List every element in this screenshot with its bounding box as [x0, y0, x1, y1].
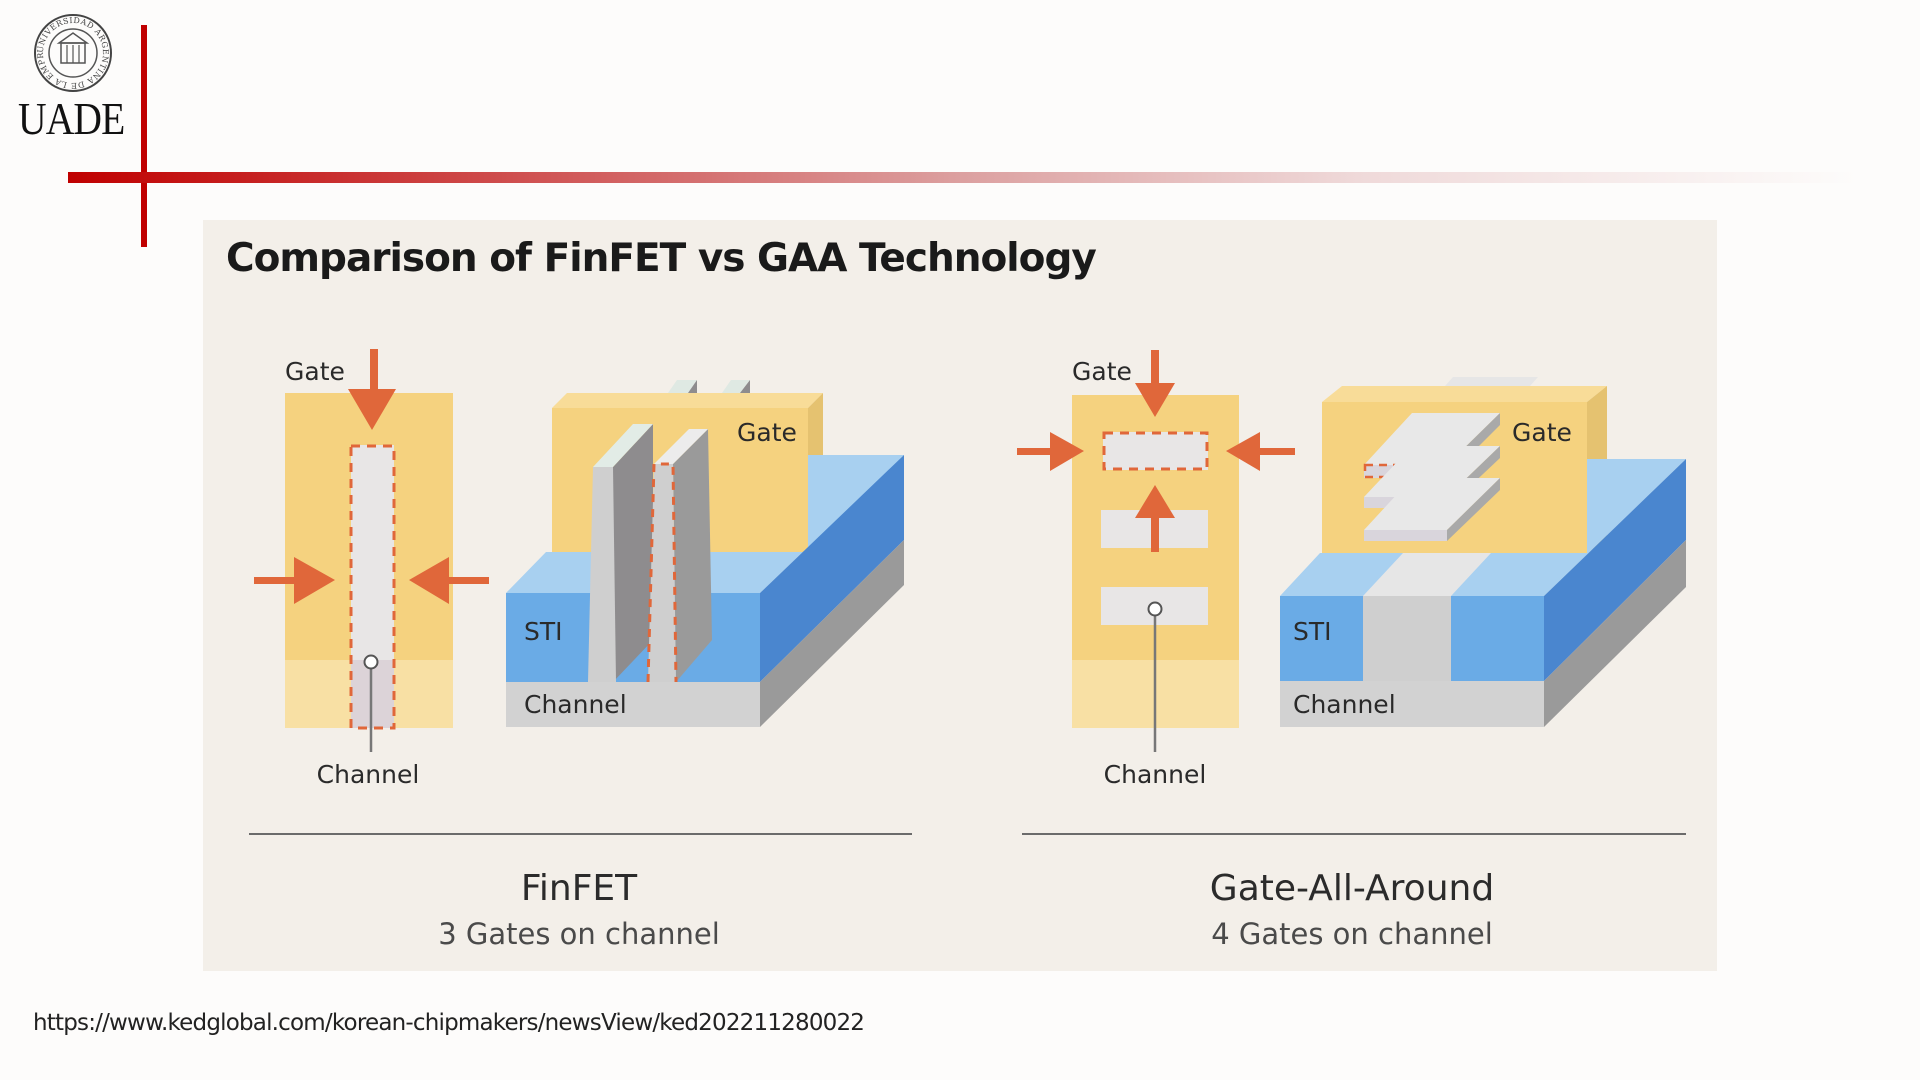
finfet-channel-fin [351, 445, 394, 660]
gaa-channel-top [1363, 553, 1491, 596]
finfet-gate-top [552, 393, 823, 408]
finfet-xs-gate-label: Gate [285, 357, 345, 386]
arrow-down-icon [348, 349, 396, 430]
fin-2-gate-outline [646, 462, 678, 683]
gaa-tab-back [1445, 377, 1538, 386]
fin-tab-back [722, 380, 750, 393]
finfet-channel-fin-lower [351, 660, 394, 728]
finfet-cross-section: Gate Channel [254, 349, 489, 789]
fin-tab-back-side [688, 380, 697, 393]
finfet-gate-contact-outline [349, 444, 396, 730]
gaa-sti-front-right [1451, 596, 1544, 681]
accent-gradient-bar [68, 172, 1858, 183]
figure-title: Comparison of FinFET vs GAA Technology [226, 236, 1097, 281]
university-seal-logo: UNIVERSIDAD ARGENTINA DE LA EMPRESA [29, 6, 113, 93]
gaa-3d-gate-label: Gate [1512, 418, 1572, 447]
gaa-nanosheet-1 [1103, 432, 1208, 470]
fin-2-top [654, 429, 708, 464]
gaa-3d-channel-label: Channel [1293, 690, 1396, 719]
fin-2-side [673, 429, 712, 682]
fin-tab-back-side [740, 380, 750, 393]
fin-2-front [648, 464, 676, 682]
finfet-3d-gate-label: Gate [737, 418, 797, 447]
finfet-3d-sti-label: STI [524, 617, 563, 646]
arrow-up-icon [1135, 485, 1175, 552]
finfet-caption-title: FinFET [521, 868, 638, 909]
finfet-3d-channel-label: Channel [524, 690, 627, 719]
finfet-caption-description: 3 Gates on channel [438, 917, 720, 951]
arrow-right-icon [254, 557, 335, 604]
gaa-sti-front-left [1280, 596, 1363, 681]
gaa-nanosheet-1-outline [1102, 431, 1209, 471]
gaa-sti-side [1544, 459, 1686, 681]
source-link[interactable]: https://www.kedglobal.com/korean-chipmak… [33, 1010, 865, 1036]
gaa-xs-gate-label: Gate [1072, 357, 1132, 386]
gaa-3d-model: Gate STI Channel [1280, 377, 1686, 727]
gaa-gate-top [1322, 386, 1607, 402]
fin-1-side [613, 424, 653, 682]
gaa-channel-front [1363, 596, 1451, 681]
finfet-sti-side [760, 455, 904, 682]
gaa-xs-channel-label: Channel [1104, 760, 1207, 789]
gaa-sti-top [1280, 459, 1686, 596]
arrow-left-icon [1226, 432, 1295, 471]
fin-1-top [593, 424, 653, 467]
arrow-down-icon [1135, 350, 1175, 417]
gaa-caption-title: Gate-All-Around [1210, 868, 1494, 909]
channel-pointer-dot [1147, 601, 1163, 617]
gaa-cross-section: Gate Channel [1017, 350, 1295, 789]
finfet-xs-channel-label: Channel [317, 760, 420, 789]
accent-vertical-line [141, 25, 147, 247]
arrow-right-icon [1017, 432, 1084, 471]
finfet-3d-model: Gate STI Channel [506, 380, 904, 727]
gaa-substrate-side [1544, 540, 1686, 727]
gaa-substrate-front [1280, 681, 1544, 727]
uade-logo-text: UADE [18, 93, 125, 144]
fin-tab-back [668, 380, 697, 393]
finfet-substrate-front [506, 682, 760, 727]
channel-pointer-dot [363, 654, 379, 670]
gaa-3d-sti-label: STI [1293, 617, 1332, 646]
finfet-substrate-side [760, 540, 904, 727]
fin-1-front [588, 467, 616, 682]
arrow-left-icon [409, 557, 489, 604]
gaa-nanosheet-stack [1363, 413, 1500, 541]
gaa-caption-description: 4 Gates on channel [1211, 917, 1493, 951]
